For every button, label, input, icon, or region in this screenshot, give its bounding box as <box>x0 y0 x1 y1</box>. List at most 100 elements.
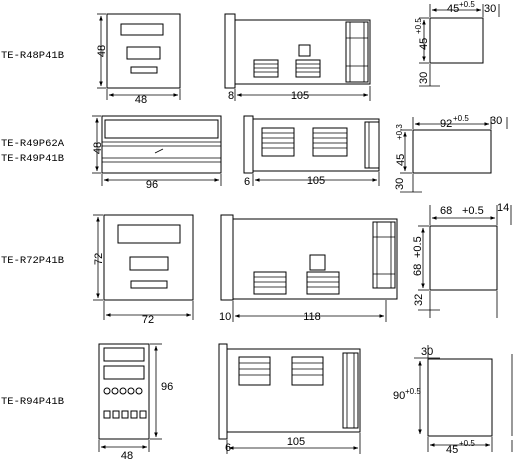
depth-label: 105 <box>307 175 325 187</box>
cutout-spacing-top: 30 <box>421 346 433 358</box>
side-view-r72: 10 118 <box>219 214 398 323</box>
model-label-r49a: TE-R49P62A <box>1 138 65 150</box>
row-r49: TE-R49P62A TE-R49P41B 48 96 <box>1 114 508 193</box>
key-button <box>103 410 111 419</box>
cutout-spacing-bottom: 30 <box>394 178 406 190</box>
front-width-label: 72 <box>142 314 154 326</box>
housing-body <box>252 118 380 172</box>
model-label-r72: TE-R72P41B <box>1 255 64 267</box>
cutout-r49: 92 +0.5 30 45 +0.3 30 <box>394 114 508 193</box>
cutout-rect <box>412 129 492 174</box>
cutout-width-tolerance: +0.5 <box>459 0 475 9</box>
cutout-height-label: 45 <box>395 154 407 166</box>
model-label-r48: TE-R48P41B <box>1 50 64 62</box>
display-window <box>103 347 145 362</box>
cutout-rect <box>427 358 493 437</box>
led-indicator <box>111 387 119 395</box>
led-indicator <box>135 387 143 395</box>
cutout-height-tolerance: +0.5 <box>414 18 423 34</box>
model-label-r94: TE-R94P41B <box>1 396 64 408</box>
cutout-rect <box>429 17 484 64</box>
cutout-height-tolerance: +0.5 <box>405 387 421 396</box>
vent-slots-right <box>312 127 348 157</box>
depth-label: 105 <box>287 436 305 448</box>
front-height-label: 72 <box>93 253 105 265</box>
mounting-flange <box>243 115 254 174</box>
housing-body <box>232 218 398 300</box>
terminal-block <box>372 221 396 289</box>
vent-slots-left <box>238 356 271 386</box>
mounting-flange <box>220 214 234 301</box>
led-indicator <box>103 387 111 395</box>
front-height-label: 96 <box>161 381 173 393</box>
depth-label: 118 <box>303 311 321 323</box>
row-r94: TE-R94P41B 96 48 <box>1 343 513 460</box>
cutout-width-label: 92 <box>440 118 452 130</box>
row-r48: TE-R48P41B 48 48 <box>1 0 500 106</box>
key-button <box>139 410 147 419</box>
cutout-r72: 68 +0.5 14 68 +0.5 32 <box>412 202 512 318</box>
cutout-r48: 45 +0.5 30 45 +0.5 30 <box>414 0 500 87</box>
vent-slots-left <box>261 127 295 157</box>
housing-body <box>234 19 371 85</box>
cutout-width-tolerance: +0.5 <box>459 439 475 448</box>
front-width-label: 96 <box>146 179 158 191</box>
cutout-width-tolerance: +0.5 <box>453 114 469 123</box>
vent-slots-right <box>291 356 324 386</box>
cutout-r94: 30 90 +0.5 45 +0.5 <box>393 345 513 456</box>
flange-thickness-label: 8 <box>228 90 234 102</box>
cutout-rect <box>429 225 498 291</box>
vent-slots-right <box>295 59 321 78</box>
cutout-spacing-right: 30 <box>490 115 502 127</box>
side-view-r48: 8 105 <box>224 13 371 102</box>
key-strip <box>130 280 168 289</box>
front-view-r49: 48 96 <box>92 115 222 191</box>
mounting-flange <box>224 13 236 89</box>
mounting-flange <box>218 343 228 440</box>
key-button <box>121 410 129 419</box>
housing-body <box>226 348 361 433</box>
key-button <box>112 410 120 419</box>
cutout-height-label: 45 <box>418 38 430 50</box>
key-strip <box>130 66 158 74</box>
connector-socket <box>298 44 311 57</box>
terminal-block <box>342 352 359 429</box>
cutout-width-label: 45 <box>446 444 458 456</box>
vent-slots-left <box>253 271 287 295</box>
side-view-r49: 6 105 <box>243 115 380 188</box>
cutout-spacing-bottom: 30 <box>418 72 430 84</box>
cutout-height-tolerance: +0.5 <box>412 236 424 258</box>
front-width-label: 48 <box>121 450 133 460</box>
side-view-r94: 6 105 <box>218 343 361 454</box>
front-view-r94: 96 48 <box>98 343 173 460</box>
front-panel <box>106 13 181 89</box>
key-button <box>130 410 138 419</box>
flange-thickness-label: 6 <box>244 176 250 188</box>
flange-thickness-label: 6 <box>225 442 231 454</box>
display-window <box>120 23 164 36</box>
connector-socket <box>309 254 326 271</box>
cutout-height-label: 90 <box>393 390 405 402</box>
model-label-r49b: TE-R49P41B <box>1 153 64 165</box>
display-window <box>104 119 219 139</box>
led-indicator <box>127 387 135 395</box>
cutout-spacing-right: 30 <box>484 3 496 15</box>
cutout-width-label: 68 <box>440 205 452 217</box>
led-indicator <box>119 387 127 395</box>
depth-label: 105 <box>291 90 309 102</box>
front-panel <box>101 115 222 174</box>
display-window <box>117 224 181 244</box>
terminal-block <box>345 21 369 83</box>
display-window <box>103 365 145 380</box>
cutout-height-tolerance: +0.3 <box>395 124 404 140</box>
front-height-label: 48 <box>96 45 108 57</box>
cutout-spacing-bottom: 32 <box>413 294 425 306</box>
vent-slots-right <box>306 271 340 295</box>
front-panel <box>98 343 150 440</box>
flange-thickness-label: 10 <box>219 311 231 323</box>
cutout-spacing-right: 14 <box>497 202 509 214</box>
cutout-width-tolerance: +0.5 <box>462 205 484 217</box>
terminal-block <box>364 121 380 169</box>
front-view-r72: 72 72 <box>93 214 194 326</box>
